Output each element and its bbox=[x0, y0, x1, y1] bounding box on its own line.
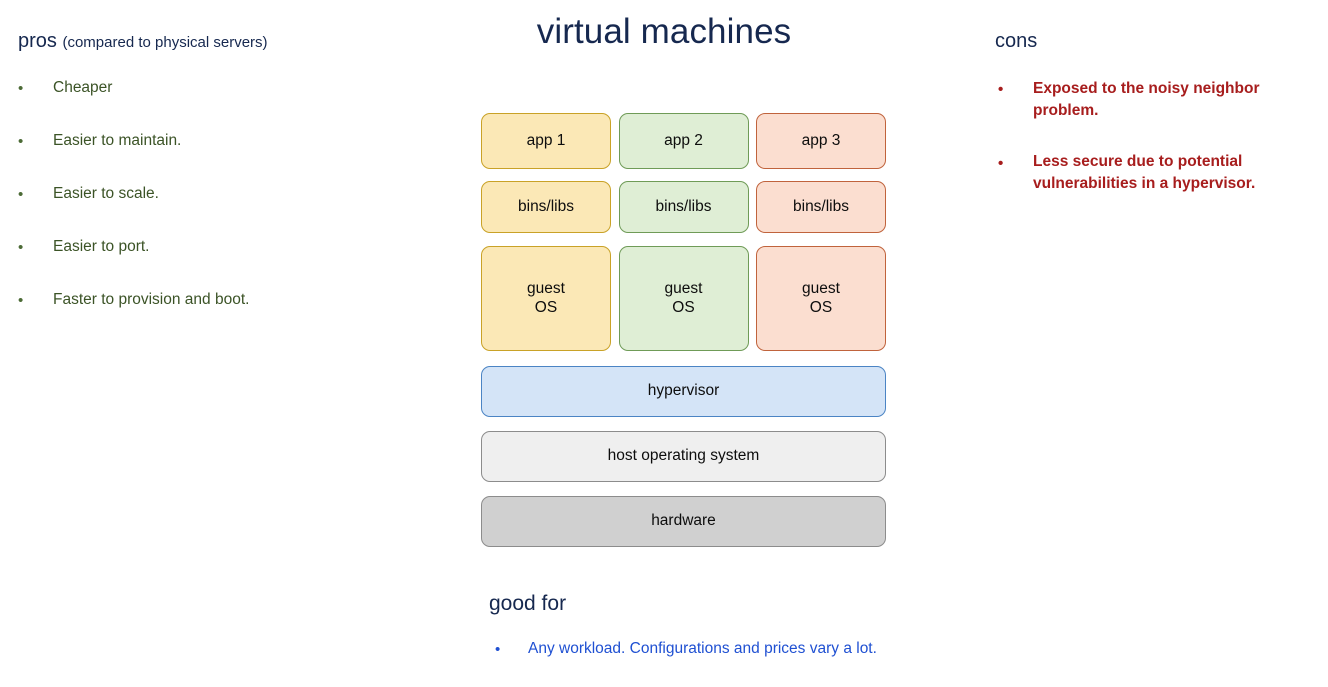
diagram-row-hardware: hardware bbox=[481, 496, 886, 547]
pros-heading-note: (compared to physical servers) bbox=[62, 34, 268, 51]
cons-list: • Exposed to the noisy neighbor problem.… bbox=[978, 78, 1328, 225]
diagram-row-bins-libs: bins/libs bins/libs bins/libs bbox=[481, 181, 886, 233]
list-item-label: Faster to provision and boot. bbox=[53, 290, 250, 308]
list-item: • Easier to maintain. bbox=[0, 131, 440, 152]
pros-heading-label: pros bbox=[18, 30, 57, 52]
diagram-row-guest-os: guest OS guest OS guest OS bbox=[481, 246, 886, 351]
list-item: • Faster to provision and boot. bbox=[0, 290, 440, 311]
diagram-cell-guest-os-1: guest OS bbox=[481, 246, 611, 351]
bullet-icon: • bbox=[18, 291, 24, 309]
bullet-icon: • bbox=[998, 154, 1004, 172]
diagram-cell-app-3: app 3 bbox=[756, 113, 886, 169]
diagram-row-host-os: host operating system bbox=[481, 431, 886, 482]
bullet-icon: • bbox=[18, 186, 24, 204]
diagram-cell-host-operating-system: host operating system bbox=[481, 431, 886, 482]
list-item-label: Easier to maintain. bbox=[53, 131, 182, 149]
diagram-cell-hardware: hardware bbox=[481, 496, 886, 547]
list-item-label: Easier to scale. bbox=[53, 184, 159, 202]
cons-heading: cons bbox=[995, 30, 1038, 52]
list-item-label: Cheaper bbox=[53, 79, 113, 96]
bullet-icon: • bbox=[18, 133, 24, 151]
list-item: • Exposed to the noisy neighbor problem. bbox=[978, 78, 1328, 121]
list-item-label: Less secure due to potential vulnerabili… bbox=[1033, 153, 1256, 193]
pros-heading: pros (compared to physical servers) bbox=[18, 30, 268, 53]
list-item: • Easier to scale. bbox=[0, 184, 440, 205]
list-item-label: Any workload. Configurations and prices … bbox=[528, 640, 877, 657]
diagram-cell-guest-os-3: guest OS bbox=[756, 246, 886, 351]
page-title: virtual machines bbox=[536, 12, 792, 51]
diagram-cell-hypervisor: hypervisor bbox=[481, 366, 886, 417]
bullet-icon: • bbox=[18, 80, 24, 98]
bullet-icon: • bbox=[998, 81, 1004, 99]
list-item: • Less secure due to potential vulnerabi… bbox=[978, 151, 1328, 194]
diagram-row-app: app 1 app 2 app 3 bbox=[481, 113, 886, 169]
diagram-cell-bins-libs-3: bins/libs bbox=[756, 181, 886, 233]
diagram-cell-app-2: app 2 bbox=[618, 113, 749, 169]
diagram-cell-bins-libs-1: bins/libs bbox=[481, 181, 611, 233]
diagram-cell-bins-libs-2: bins/libs bbox=[618, 181, 749, 233]
list-item: • Cheaper bbox=[0, 78, 440, 99]
list-item-label: Easier to port. bbox=[53, 237, 150, 255]
bullet-icon: • bbox=[18, 238, 24, 256]
list-item: • Any workload. Configurations and price… bbox=[477, 638, 1177, 660]
pros-list: • Cheaper • Easier to maintain. • Easier… bbox=[0, 78, 440, 343]
good-for-heading: good for bbox=[489, 592, 567, 615]
diagram-cell-app-1: app 1 bbox=[481, 113, 611, 169]
diagram-row-hypervisor: hypervisor bbox=[481, 366, 886, 417]
vm-stack-diagram: app 1 app 2 app 3 bins/libs bins/libs bi… bbox=[481, 113, 886, 547]
list-item: • Easier to port. bbox=[0, 237, 440, 258]
list-item-label: Exposed to the noisy neighbor problem. bbox=[1033, 80, 1260, 119]
good-for-list: • Any workload. Configurations and price… bbox=[477, 638, 1177, 660]
bullet-icon: • bbox=[495, 641, 501, 659]
diagram-cell-guest-os-2: guest OS bbox=[618, 246, 749, 351]
